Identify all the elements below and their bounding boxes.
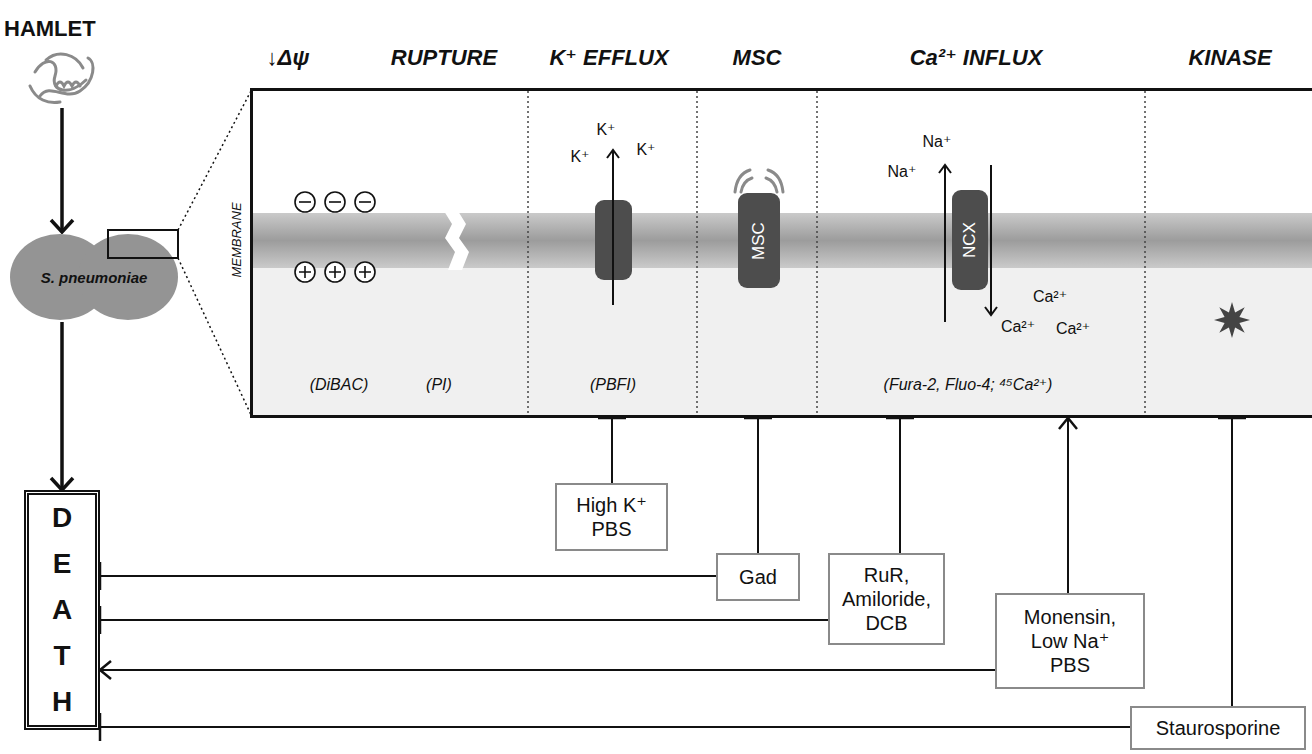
plus-sign	[299, 266, 371, 278]
minus-sign	[329, 201, 341, 203]
arrow-line	[100, 669, 995, 671]
negative-charge	[355, 192, 375, 212]
ion-label: Na⁺	[888, 162, 917, 181]
node-text: DEATH	[48, 495, 76, 725]
node-text: S. pneumoniae	[41, 269, 148, 286]
ion-label: Ca²⁺	[1056, 319, 1090, 338]
minus-sign	[359, 201, 371, 203]
section-header: Ca²⁺ INFLUX	[910, 45, 1043, 71]
inhibition-line	[100, 619, 828, 621]
extracellular-space	[253, 91, 1312, 213]
section-dividers	[528, 91, 1145, 415]
membrane-band	[253, 213, 1312, 268]
node-text: Staurosporine	[1140, 716, 1296, 740]
treatment-box: Staurosporine	[1130, 706, 1306, 750]
mechanosensing-waves	[735, 170, 783, 192]
membrane-charges	[295, 192, 375, 282]
zoom-lines	[178, 89, 252, 417]
probe-label: (PI)	[426, 375, 452, 394]
membrane-rupture	[444, 211, 469, 270]
calcium-in-arrow	[990, 165, 992, 315]
ion-label: K⁺	[636, 140, 655, 159]
protein-ribbon	[35, 61, 86, 90]
arrow-line	[1067, 418, 1069, 593]
wave-arc	[768, 170, 783, 192]
ion-label: Ca²⁺	[1033, 287, 1067, 306]
treatment-box: High K⁺ PBS	[555, 483, 668, 551]
section-header: K⁺ EFFLUX	[549, 45, 668, 71]
zoom-line	[178, 258, 252, 417]
agent-heading: HAMLET	[4, 16, 104, 108]
ion-label: Ca²⁺	[1001, 317, 1035, 336]
treatment-box: Gad	[716, 553, 800, 601]
node-text: Monensin, Low Na⁺ PBS	[1019, 605, 1121, 677]
inhibition-line	[100, 575, 716, 577]
protein-ribbon	[30, 86, 60, 102]
node-text: Gad	[726, 565, 790, 589]
node-text: MEMBRANE	[229, 202, 244, 277]
probe-label: (PBFI)	[590, 375, 636, 394]
sodium-out-arrow	[944, 165, 946, 322]
arrow-line	[60, 322, 64, 490]
efflux-arrow	[612, 150, 614, 305]
section-divider	[696, 91, 698, 415]
kinase-burst	[1214, 302, 1250, 338]
ncx-exchanger: NCX	[952, 190, 988, 290]
zoom-frame	[108, 230, 178, 258]
treatment-box: Monensin, Low Na⁺ PBS	[995, 593, 1145, 689]
protein-ribbon	[40, 58, 93, 96]
node-text: MSC	[749, 222, 769, 260]
treatment-box: RuR, Amiloride, DCB	[828, 553, 945, 645]
node-text: RuR, Amiloride, DCB	[836, 563, 937, 635]
probe-label: (DiBAC)	[310, 375, 369, 394]
section-header: MSC	[733, 45, 782, 71]
negative-charge	[295, 192, 315, 212]
protein-illustration	[30, 54, 93, 102]
section-divider	[527, 91, 529, 415]
minus-sign	[299, 201, 311, 203]
node-text: NCX	[960, 222, 980, 258]
section-divider	[816, 91, 818, 415]
protein-ribbon	[46, 54, 83, 68]
section-header: RUPTURE	[391, 45, 497, 71]
protein-helix	[56, 82, 80, 86]
inhibition-line	[757, 418, 759, 553]
section-divider	[1144, 91, 1146, 415]
msc-channel: MSC	[738, 193, 780, 288]
bacterium-shape: S. pneumoniae	[10, 232, 178, 322]
negative-charge	[325, 192, 345, 212]
inhibition-line	[899, 418, 901, 553]
inhibition-line	[1231, 418, 1233, 706]
inhibition-line	[611, 418, 613, 483]
arrow-line	[60, 108, 64, 232]
wave-arc	[735, 170, 750, 192]
ion-label: K⁺	[596, 120, 615, 139]
node-text: HAMLET	[4, 16, 104, 42]
cytoplasm	[253, 268, 1312, 415]
ion-label: Na⁺	[923, 132, 952, 151]
ion-label: K⁺	[570, 147, 589, 166]
outcome-box: DEATH	[24, 490, 100, 730]
inhibition-line	[100, 726, 1130, 728]
probe-label: (Fura-2, Fluo-4; ⁴⁵Ca²⁺)	[884, 375, 1053, 394]
wave-arc	[741, 178, 752, 192]
section-header: ↓Δψ	[267, 45, 310, 71]
section-header: KINASE	[1188, 45, 1271, 71]
node-text: High K⁺ PBS	[571, 493, 652, 541]
membrane-panel: MEMBRANEMSCNCX	[250, 88, 1312, 418]
wave-arc	[766, 178, 777, 192]
